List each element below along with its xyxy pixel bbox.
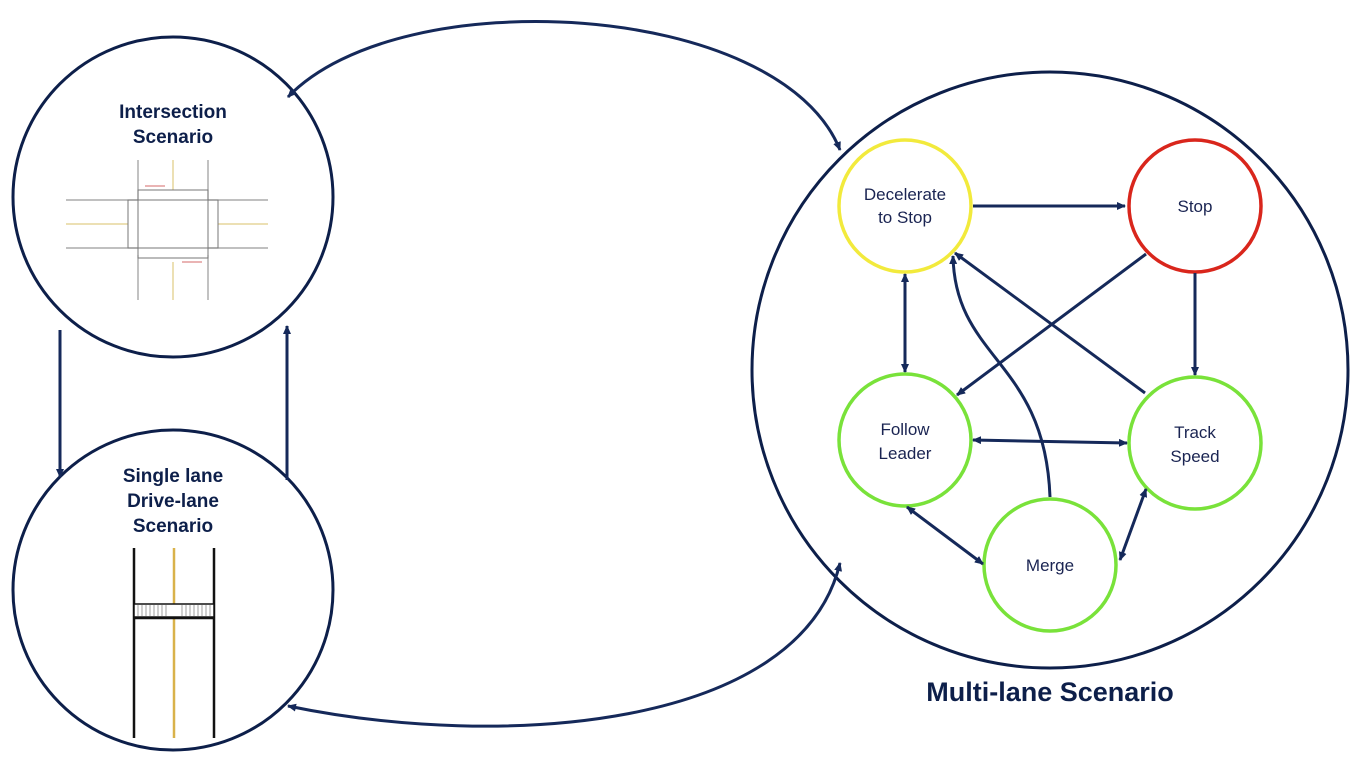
multi-lane-title: Multi-lane Scenario [926,677,1174,707]
single-lane-title-line2: Drive-lane [127,491,219,512]
arrow-single-lane-multi-lane [287,562,843,728]
state-stop-label: Stop [1178,197,1213,216]
intersection-road-sketch [66,160,268,300]
single-lane-road-sketch [132,548,216,738]
state-merge-label: Merge [1026,556,1074,575]
intersection-title-line2: Scenario [133,127,213,148]
arrow-follow-merge [906,505,984,566]
arrow-merge-track [1118,488,1148,561]
state-track-speed [1127,375,1263,511]
single-lane-title-line3: Scenario [133,516,213,537]
state-follow-label-line1: Follow [880,420,930,439]
single-lane-title-line1: Single lane [123,466,223,487]
intersection-title-line1: Intersection [119,102,227,123]
state-follow-leader [837,372,973,508]
state-decelerate-to-stop [837,138,973,274]
arrow-merge-to-decelerate [949,255,1052,498]
state-stop [1127,138,1263,274]
arrow-follow-track [972,436,1128,447]
state-track-label-line2: Speed [1170,447,1219,466]
state-decelerate-label-line1: Decelerate [864,185,946,204]
state-merge [982,497,1118,633]
arrow-track-to-decelerate [954,251,1146,395]
state-decelerate-label-line2: to Stop [878,208,932,227]
arrow-intersection-multi-lane [286,20,842,151]
intersection-scenario-circle [11,35,335,359]
state-follow-label-line2: Leader [879,444,932,463]
state-track-label-line1: Track [1174,423,1216,442]
